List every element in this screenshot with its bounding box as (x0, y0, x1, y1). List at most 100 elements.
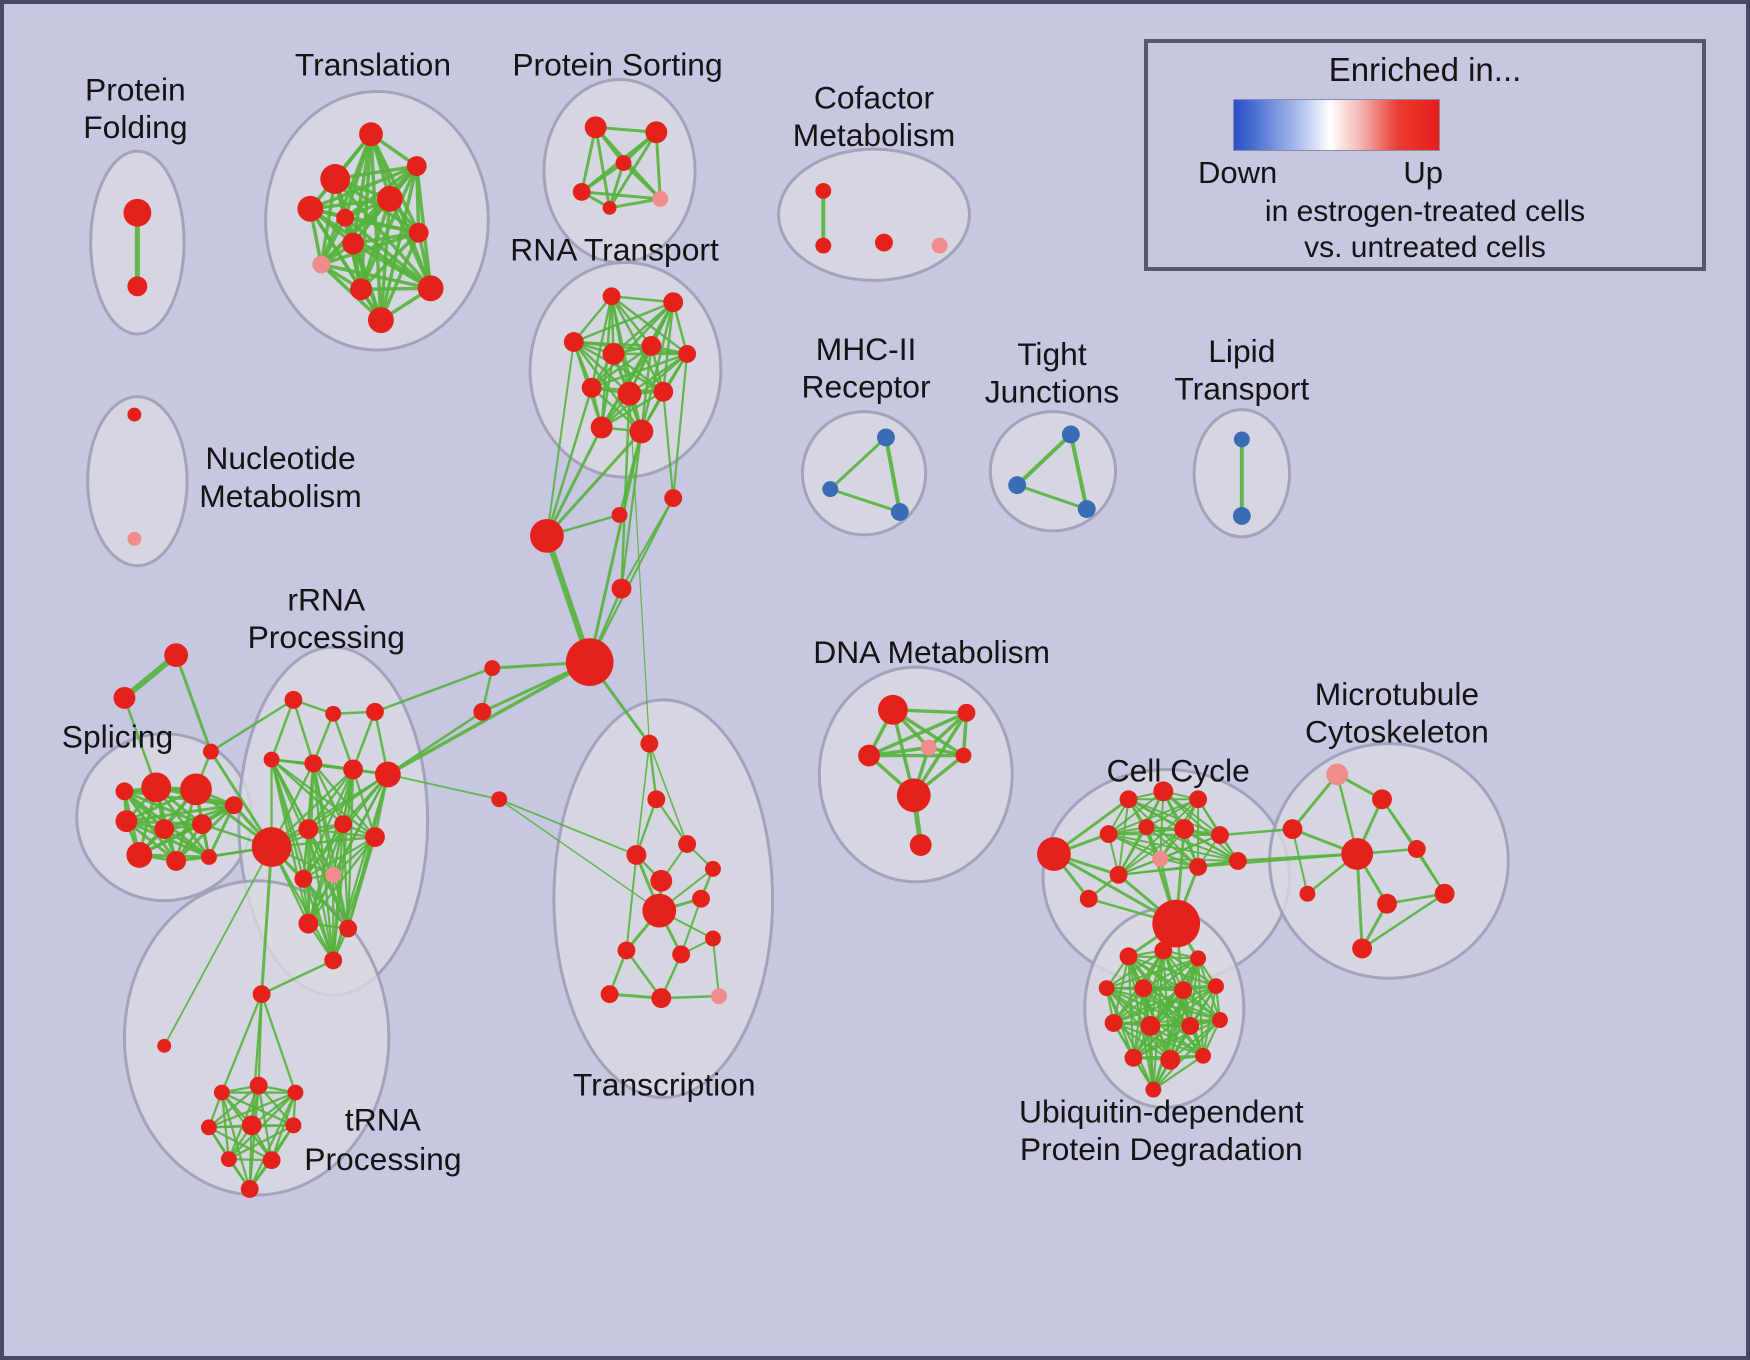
network-node (565, 638, 614, 686)
network-node (1119, 947, 1138, 966)
network-node (1326, 763, 1349, 786)
cluster-label-rrna-processing: Processing (248, 619, 405, 655)
network-edge (332, 873, 350, 930)
network-node (600, 985, 619, 1004)
network-edge (1152, 989, 1185, 1091)
network-node (1119, 790, 1138, 809)
network-edge (270, 845, 335, 962)
network-node (1079, 889, 1098, 908)
network-node (641, 336, 662, 356)
network-edge (1159, 790, 1165, 860)
network-node (1181, 1017, 1200, 1035)
network-edge (1105, 949, 1165, 990)
cluster-label-trna-processing: Processing (304, 1141, 461, 1177)
network-node (1212, 1012, 1228, 1028)
cluster-ellipse-microtubule-cytoskeleton (1268, 742, 1510, 980)
network-node (1341, 838, 1374, 870)
network-edge (343, 215, 421, 235)
network-node (1195, 1047, 1212, 1064)
network-node (157, 1038, 172, 1053)
network-node (875, 233, 893, 252)
network-node (285, 1117, 302, 1134)
network-node (530, 518, 564, 553)
network-node (876, 428, 895, 447)
network-edge (654, 130, 662, 201)
network-node (1098, 980, 1115, 997)
network-edge (648, 742, 658, 801)
network-edge (1015, 432, 1073, 488)
cluster-label-microtubule-cytoskeleton: Microtubule (1315, 676, 1479, 712)
network-node (298, 913, 319, 934)
network-edge (270, 698, 295, 761)
network-node (1208, 978, 1224, 995)
cluster-label-ubiquitin-degradation: Ubiquitin-dependent (1019, 1093, 1304, 1129)
network-edge (386, 773, 501, 801)
network-node (1124, 1048, 1143, 1067)
network-node (325, 866, 342, 883)
network-node (611, 578, 632, 599)
network-edge (220, 992, 263, 1094)
network-edge (1142, 957, 1200, 990)
network-node (920, 739, 937, 756)
cluster-label-lipid-transport: Lipid (1208, 333, 1275, 369)
network-node (115, 782, 134, 801)
network-node (127, 276, 148, 297)
network-node (1109, 865, 1128, 884)
network-node (1152, 899, 1201, 948)
network-node (366, 702, 384, 721)
network-edge (828, 487, 902, 514)
network-node (602, 342, 625, 365)
network-edge (307, 827, 335, 962)
network-node (1145, 1081, 1162, 1098)
network-node (626, 845, 647, 865)
network-edge (1112, 989, 1185, 1025)
network-edge (163, 846, 273, 1047)
network-edge (1107, 798, 1200, 836)
network-node (647, 790, 666, 809)
network-node (408, 222, 429, 243)
network-node (1282, 819, 1303, 840)
network-node (325, 705, 342, 722)
network-node (815, 182, 832, 199)
cluster-ellipse-cofactor-metabolism (777, 147, 971, 282)
network-edge (648, 742, 688, 845)
network-node (1099, 825, 1118, 844)
network-edge (572, 300, 675, 344)
legend-updown-row: Down Up (1198, 155, 1443, 191)
network-node (251, 827, 292, 867)
network-node (602, 287, 621, 306)
cluster-label-trna-processing: tRNA (345, 1101, 422, 1137)
network-node (343, 759, 364, 780)
network-edge (625, 853, 638, 952)
network-node (1189, 790, 1208, 809)
cluster-label-microtubule-cytoskeleton: Cytoskeleton (1305, 714, 1489, 750)
network-node (1228, 851, 1247, 870)
network-node (1372, 789, 1392, 810)
network-node (602, 200, 617, 215)
network-node (642, 893, 677, 928)
network-edge (307, 835, 377, 925)
cluster-label-nucleotide-metabolism: Metabolism (199, 478, 362, 514)
cluster-label-tight-junctions: Junctions (985, 374, 1119, 410)
network-node (417, 275, 444, 302)
cluster-ellipse-mhc-ii-receptor (800, 410, 928, 537)
cluster-label-rna-transport: RNA Transport (510, 231, 719, 267)
network-node (123, 198, 152, 227)
network-node (672, 945, 691, 964)
network-edge (250, 992, 263, 1127)
network-edge (680, 897, 703, 956)
network-edge (174, 653, 213, 754)
network-node (1134, 979, 1153, 998)
network-node (200, 1119, 217, 1136)
network-node (615, 155, 632, 172)
network-node (368, 307, 394, 334)
network-edge (498, 798, 638, 856)
network-edge (588, 496, 675, 664)
network-node (127, 407, 142, 422)
network-edge (662, 390, 675, 500)
network-node (955, 747, 972, 764)
network-node (406, 156, 427, 176)
network-edge (351, 710, 377, 771)
network-node (858, 744, 880, 767)
cluster-ellipse-tight-junctions (988, 410, 1118, 533)
